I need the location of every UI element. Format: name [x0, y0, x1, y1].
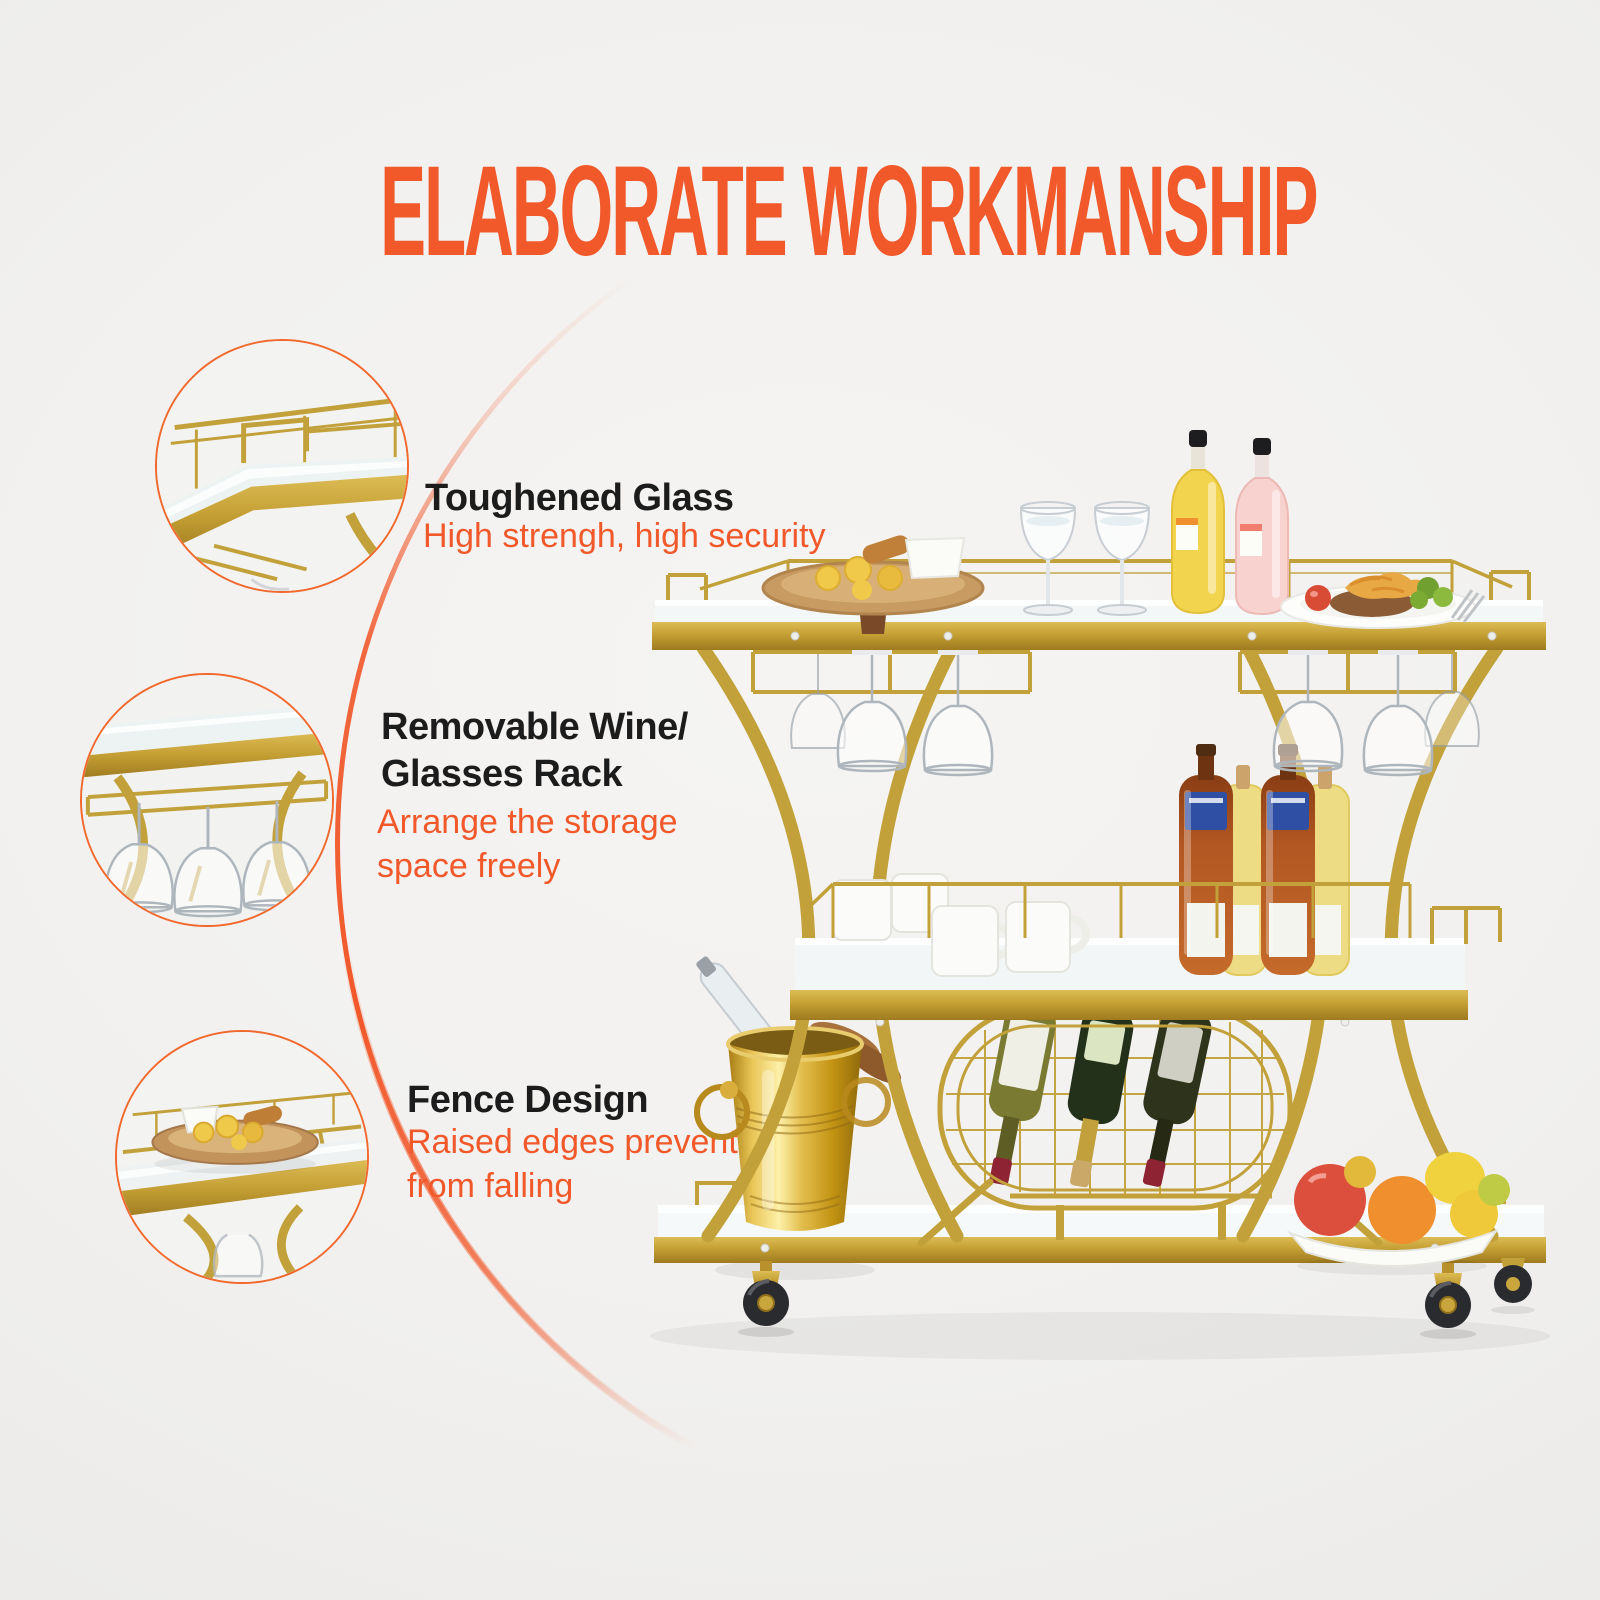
frame-screws — [760, 1017, 1440, 1253]
page-title: ELABORATE WORKMANSHIP — [379, 140, 1319, 283]
breadsticks — [809, 1021, 901, 1084]
orange — [1368, 1176, 1436, 1244]
apple — [1294, 1164, 1366, 1236]
lemon — [1425, 1152, 1485, 1204]
caster-wheels — [738, 1258, 1535, 1339]
wine-bottles — [988, 1004, 1212, 1188]
stemware-racks — [751, 650, 1457, 694]
middle-shelf-fence — [800, 882, 1502, 944]
hanging-wine-glasses-photo — [82, 675, 332, 925]
feature-heading-fence-design: Fence Design — [407, 1079, 649, 1121]
fenced-tray-shelf-photo — [117, 1032, 367, 1282]
callout-circle-fence-design — [115, 1030, 369, 1284]
callout-circle-removable-rack — [80, 673, 334, 927]
dinner-plate — [1280, 572, 1486, 629]
hanging-wine-glasses — [790, 650, 1480, 777]
stemmed-glasses — [1019, 501, 1151, 616]
caster-front-right — [1420, 1263, 1476, 1339]
bottom-shelf — [654, 1179, 1546, 1263]
champagne-bottle — [696, 956, 781, 1058]
feature-sub-removable-rack: Arrange the storage space freely — [377, 803, 678, 885]
feature-heading-toughened-glass: Toughened Glass — [425, 477, 734, 519]
feature-sub-toughened-glass: High strengh, high security — [423, 517, 826, 555]
pink-bottle — [1235, 438, 1289, 616]
glass-shelf-corner-photo — [157, 341, 407, 591]
top-shelf-fence — [666, 559, 1531, 608]
lemon-bottle — [1171, 430, 1225, 615]
caster-front-left — [738, 1261, 794, 1337]
wine-rack-basket — [937, 1004, 1293, 1240]
cart-legs — [696, 641, 1504, 1247]
callout-circle-toughened-glass — [155, 339, 409, 593]
middle-shelf — [790, 744, 1502, 1020]
soda-bottles — [1179, 744, 1350, 976]
white-mugs — [832, 873, 1091, 977]
caster-rear-right — [1491, 1258, 1535, 1314]
feature-sub-fence-design: Raised edges prevent from falling — [407, 1123, 738, 1205]
feature-heading-removable-rack: Removable Wine/ Glasses Rack — [381, 706, 688, 795]
floor-shadow — [650, 1260, 1550, 1360]
fruit-bowl — [1286, 1152, 1510, 1275]
